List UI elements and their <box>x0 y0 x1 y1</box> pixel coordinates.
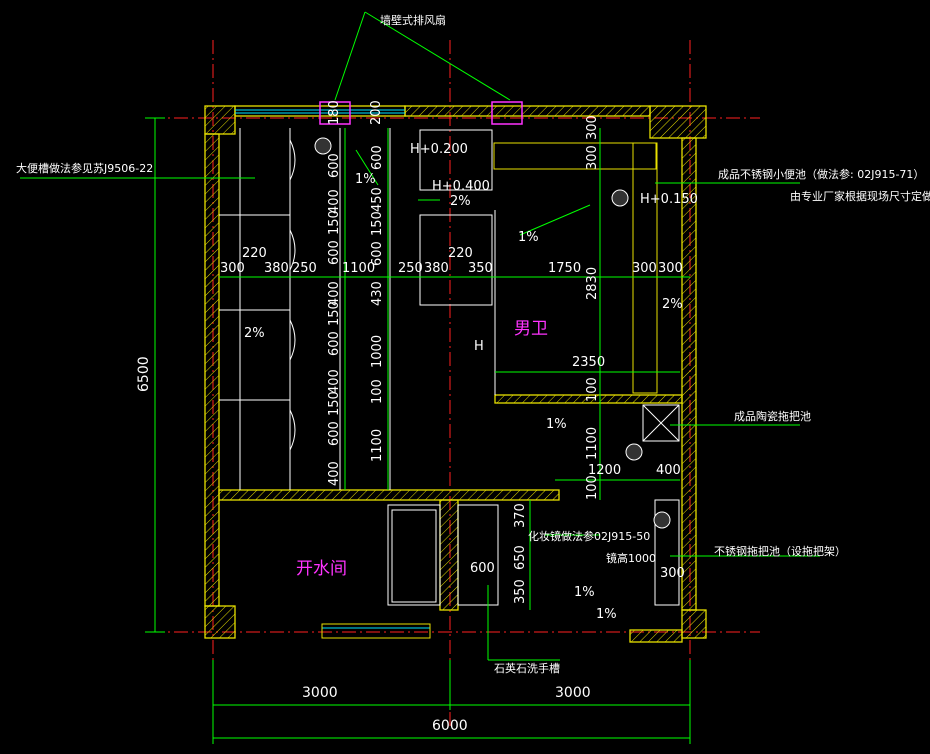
walls <box>204 105 707 643</box>
dim-200: 200 <box>369 100 384 125</box>
dim-400: 400 <box>656 463 681 478</box>
dim-m-1100: 1100 <box>370 429 385 462</box>
dim-v-400c: 400 <box>327 369 342 394</box>
elevation-4: H <box>474 339 484 354</box>
dim-220a: 220 <box>242 246 267 261</box>
dim-w-370: 370 <box>513 503 528 528</box>
floor-drain-icon <box>653 511 671 529</box>
dim-250: 250 <box>292 261 317 276</box>
dim-m-1000: 1000 <box>370 335 385 368</box>
floor-drain-icon <box>611 189 629 207</box>
note-exhaust-fan: 墙壁式排风扇 <box>380 13 446 27</box>
dim-r-1100: 1100 <box>585 427 600 460</box>
slope-6: 1% <box>546 417 567 432</box>
dim-300d: 300 <box>658 261 683 276</box>
dim-r-100b: 100 <box>585 475 600 500</box>
dim-m-100: 100 <box>370 379 385 404</box>
dim-600: 600 <box>470 561 495 576</box>
fixtures <box>219 128 680 606</box>
dim-v-600b: 600 <box>327 240 342 265</box>
note-trough-toilet: 大便槽做法参见苏J9506-22 <box>16 161 153 175</box>
floor-drains <box>314 137 671 529</box>
slope-2: 2% <box>450 194 471 209</box>
dim-w-650: 650 <box>513 545 528 570</box>
dim-1750: 1750 <box>548 261 581 276</box>
dim-180: 180 <box>327 100 342 125</box>
note-mop-steel: 不锈钢拖把池（设拖把架） <box>714 544 846 558</box>
slope-1: 1% <box>355 172 376 187</box>
dim-300c: 300 <box>632 261 657 276</box>
dim-half-right: 3000 <box>555 685 591 701</box>
slope-3: 1% <box>518 230 539 245</box>
dim-top-300a: 300 <box>585 115 600 140</box>
slope-4: 2% <box>244 326 265 341</box>
dim-v-400a: 400 <box>327 189 342 214</box>
slope-5: 2% <box>662 297 683 312</box>
dim-m-430: 430 <box>370 281 385 306</box>
dim-1100: 1100 <box>342 261 375 276</box>
dim-2830: 2830 <box>585 267 600 300</box>
note-wash-trough: 石英石洗手槽 <box>494 661 560 675</box>
dim-r-100: 100 <box>585 377 600 402</box>
note-mirror-height: 镜高1000 <box>606 551 656 565</box>
dim-m-600: 600 <box>370 145 385 170</box>
dimension-lines <box>20 11 820 744</box>
dim-2350: 2350 <box>572 355 605 370</box>
elevation-3: H+0.150 <box>640 192 698 207</box>
room-label-mens-toilet: 男卫 <box>514 319 548 339</box>
dim-m-600b: 600 <box>370 241 385 266</box>
room-label-boiler-room: 开水间 <box>296 559 347 579</box>
note-urinal-2: 由专业厂家根据现场尺寸定做 <box>790 189 930 203</box>
dim-v-400b: 400 <box>327 281 342 306</box>
dim-top-300b: 300 <box>585 145 600 170</box>
dim-250b: 250 <box>398 261 423 276</box>
dim-v-400d: 400 <box>327 461 342 486</box>
dim-w-350: 350 <box>513 579 528 604</box>
dim-v-150a: 150 <box>327 210 342 235</box>
dim-v-600a: 600 <box>327 153 342 178</box>
dim-half-left: 3000 <box>302 685 338 701</box>
dim-380: 380 <box>264 261 289 276</box>
dim-v-150c: 150 <box>327 391 342 416</box>
dim-220b: 220 <box>448 246 473 261</box>
dim-v-150b: 150 <box>327 301 342 326</box>
exhaust-fan-boxes <box>319 101 523 125</box>
dim-1200: 1200 <box>588 463 621 478</box>
note-urinal-1: 成品不锈钢小便池（做法参: 02J915-71） <box>718 167 924 181</box>
floor-drain-icon <box>314 137 332 155</box>
dim-v-600c: 600 <box>327 331 342 356</box>
dim-m-450: 450 <box>370 187 385 212</box>
dim-overall-width: 6000 <box>432 718 468 734</box>
elevation-1: H+0.200 <box>410 142 468 157</box>
note-mirror: 化妆镜做法参02J915-50 <box>528 529 650 543</box>
slope-7: 1% <box>574 585 595 600</box>
dim-380b: 380 <box>424 261 449 276</box>
slope-8: 1% <box>596 607 617 622</box>
note-mop-ceramic: 成品陶瓷拖把池 <box>734 409 811 423</box>
dim-m-150: 150 <box>370 211 385 236</box>
dim-350: 350 <box>468 261 493 276</box>
floor-drain-icon <box>625 443 643 461</box>
dim-overall-height: 6500 <box>136 356 152 392</box>
dim-300: 300 <box>220 261 245 276</box>
elevation-2: H+0.400 <box>432 179 490 194</box>
dim-v-600d: 600 <box>327 421 342 446</box>
dim-300m: 300 <box>660 566 685 581</box>
